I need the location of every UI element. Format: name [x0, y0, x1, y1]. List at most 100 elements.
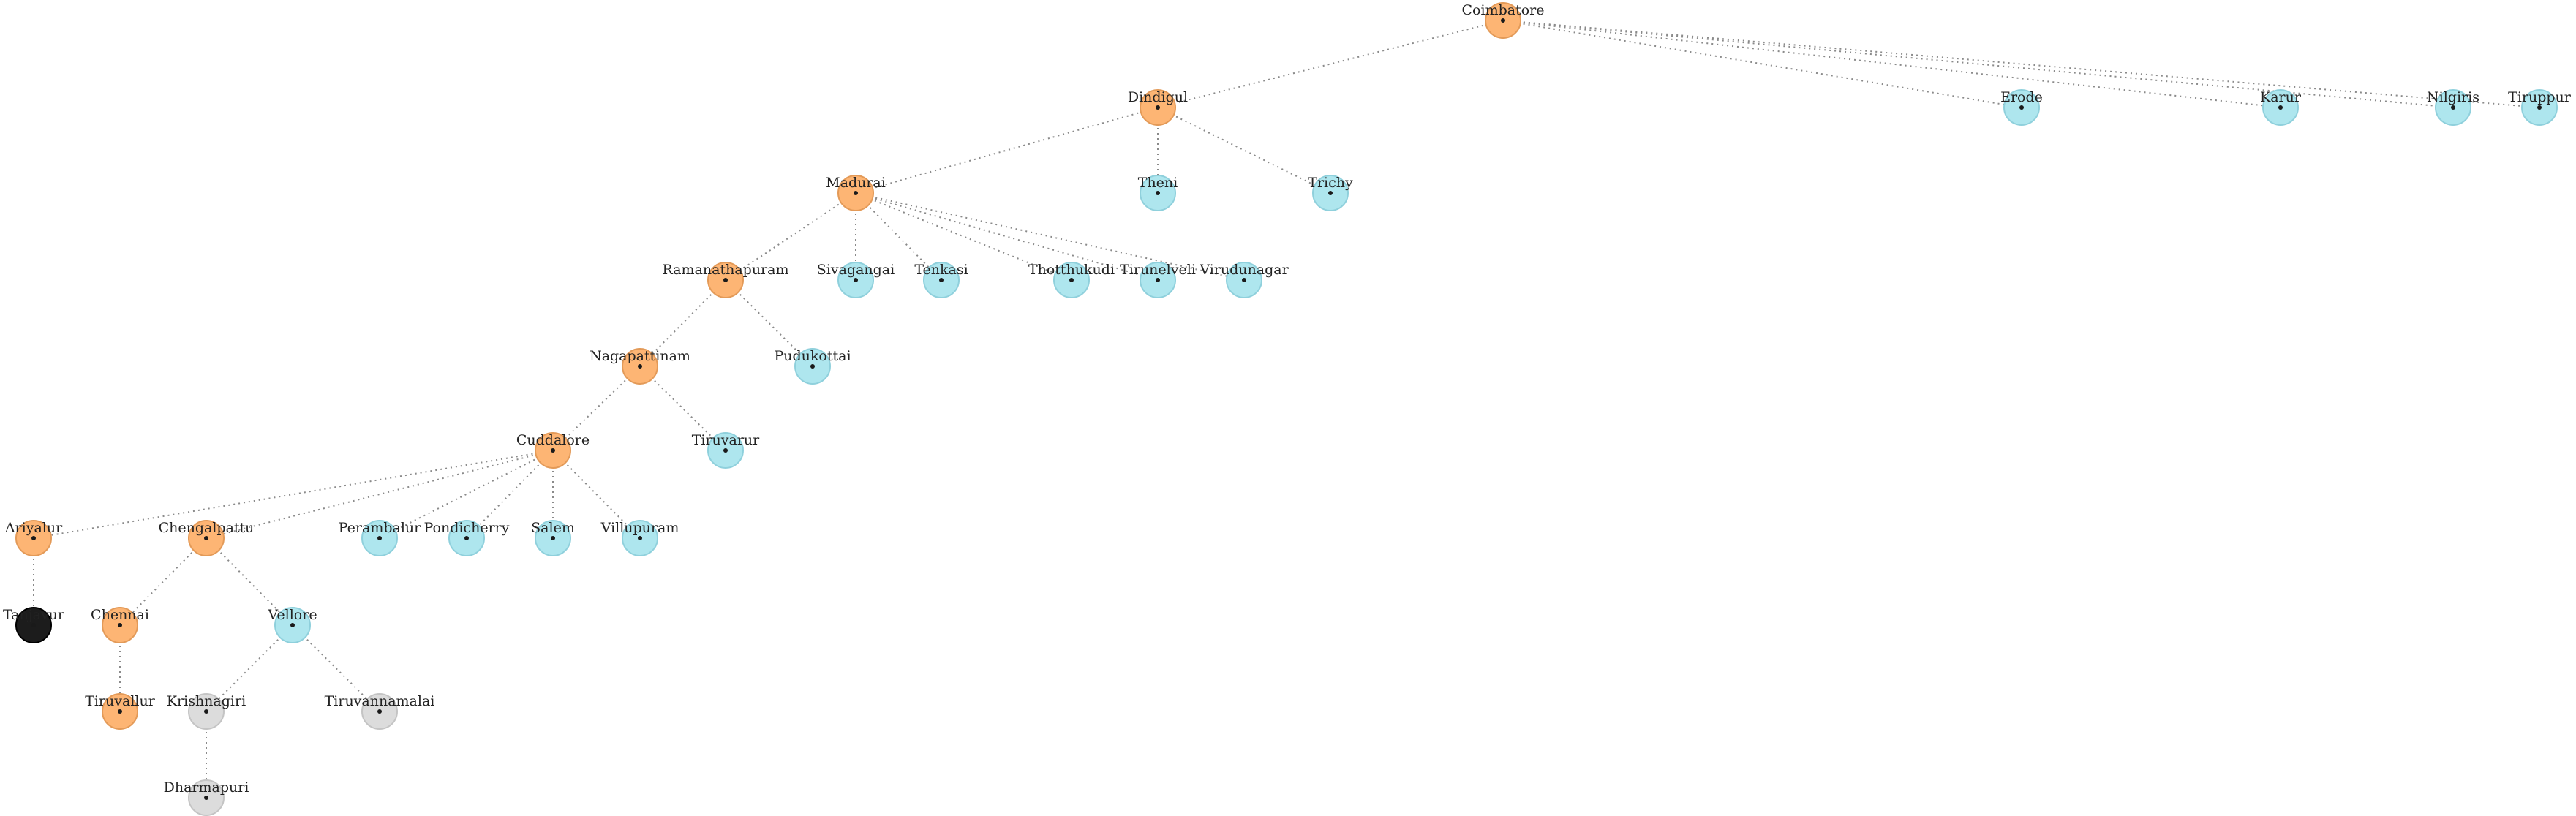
node-tenkasi: Tenkasi — [914, 262, 968, 298]
node-center-dot — [551, 448, 555, 453]
node-theni: Theni — [1138, 175, 1178, 211]
node-center-dot — [2278, 105, 2283, 110]
node-label: Ramanathapuram — [662, 262, 788, 278]
node-label: Nagapattinam — [590, 348, 690, 364]
node-label: Salem — [531, 520, 575, 536]
node-villupuram: Villupuram — [600, 520, 679, 556]
node-label: Tiruppur — [2508, 89, 2572, 105]
node-label: Ariyalur — [4, 520, 63, 536]
node-label: Vellore — [267, 607, 317, 623]
node-label: Cuddalore — [516, 432, 590, 448]
node-center-dot — [2537, 105, 2542, 110]
node-center-dot — [1156, 278, 1160, 282]
node-center-dot — [2019, 105, 2024, 110]
node-center-dot — [939, 278, 944, 282]
node-label: Tanjavur — [3, 607, 65, 623]
tree-edges — [33, 20, 2540, 798]
node-erode: Erode — [2000, 89, 2043, 126]
node-nagapattinam: Nagapattinam — [590, 348, 690, 385]
node-dharmapuri: Dharmapuri — [164, 779, 249, 816]
node-center-dot — [464, 536, 469, 540]
node-label: Pondicherry — [424, 520, 510, 536]
node-center-dot — [1328, 191, 1333, 195]
node-chennai: Chennai — [91, 607, 149, 643]
node-center-dot — [1501, 18, 1505, 23]
edge-cuddalore-ariyalur — [33, 450, 554, 539]
edge-coimbatore-nilgiris — [1502, 20, 2454, 108]
node-salem: Salem — [531, 520, 575, 556]
node-label: Theni — [1138, 175, 1178, 191]
node-label: Chennai — [91, 607, 149, 623]
node-label: Perambalur — [339, 520, 421, 536]
node-center-dot — [551, 536, 555, 540]
node-virudunagar: Virudunagar — [1199, 262, 1289, 298]
node-label: Tiruvarur — [692, 432, 760, 448]
node-label: Erode — [2000, 89, 2043, 105]
node-nilgiris: Nilgiris — [2427, 89, 2479, 126]
node-trichy: Trichy — [1308, 175, 1353, 211]
node-label: Coimbatore — [1462, 2, 1545, 18]
node-sivagangai: Sivagangai — [817, 262, 895, 298]
node-ramanathapuram: Ramanathapuram — [662, 262, 789, 298]
edge-madurai-ramanathapuram — [725, 192, 856, 281]
edge-coimbatore-erode — [1502, 20, 2022, 108]
node-tanjavur: Tanjavur — [3, 607, 65, 643]
node-center-dot — [1242, 278, 1246, 282]
node-center-dot — [638, 364, 642, 369]
edge-coimbatore-tiruppur — [1502, 20, 2540, 108]
node-label: Tirunelveli — [1120, 262, 1196, 278]
node-label: Tiruvannamalai — [325, 693, 435, 709]
node-center-dot — [377, 536, 382, 540]
node-krishnagiri: Krishnagiri — [167, 693, 246, 730]
edge-madurai-tirunelveli — [855, 192, 1159, 281]
node-label: Sivagangai — [817, 262, 895, 278]
node-tiruvarur: Tiruvarur — [692, 432, 760, 469]
edge-coimbatore-dindigul — [1157, 20, 1504, 108]
edge-cuddalore-pondicherry — [466, 450, 554, 539]
node-center-dot — [204, 796, 208, 800]
node-pondicherry: Pondicherry — [424, 520, 510, 556]
node-pudukottai: Pudukottai — [774, 348, 851, 385]
node-cuddalore: Cuddalore — [516, 432, 590, 469]
node-center-dot — [204, 709, 208, 714]
edge-dindigul-trichy — [1157, 107, 1331, 194]
node-ariyalur: Ariyalur — [4, 520, 63, 556]
node-thotthukudi: Thotthukudi — [1028, 262, 1115, 298]
node-dindigul: Dindigul — [1128, 89, 1188, 126]
node-label: Karur — [2260, 89, 2302, 105]
node-tiruppur: Tiruppur — [2508, 89, 2572, 126]
node-center-dot — [854, 278, 858, 282]
node-center-dot — [810, 364, 815, 369]
edge-cuddalore-villupuram — [552, 450, 641, 539]
node-center-dot — [1069, 278, 1074, 282]
node-label: Tiruvallur — [85, 693, 156, 709]
node-label: Tenkasi — [914, 262, 968, 278]
node-center-dot — [1156, 105, 1160, 110]
node-center-dot — [854, 191, 858, 195]
node-center-dot — [2451, 105, 2455, 110]
edge-coimbatore-karur — [1502, 20, 2281, 108]
node-label: Trichy — [1308, 175, 1353, 191]
node-label: Madurai — [826, 175, 886, 191]
node-coimbatore: Coimbatore — [1462, 2, 1545, 39]
node-label: Villupuram — [600, 520, 679, 536]
node-label: Nilgiris — [2427, 89, 2479, 105]
node-center-dot — [118, 709, 122, 714]
node-center-dot — [638, 536, 642, 540]
node-label: Pudukottai — [774, 348, 851, 364]
node-tiruvallur: Tiruvallur — [85, 693, 156, 730]
node-label: Dindigul — [1128, 89, 1188, 105]
node-karur: Karur — [2260, 89, 2302, 126]
node-label: Thotthukudi — [1028, 262, 1115, 278]
node-tirunelveli: Tirunelveli — [1120, 262, 1196, 298]
node-chengalpattu: Chengalpattu — [159, 520, 254, 556]
node-center-dot — [31, 536, 36, 540]
node-label: Virudunagar — [1199, 262, 1289, 278]
node-madurai: Madurai — [826, 175, 886, 211]
node-center-dot — [1156, 191, 1160, 195]
node-tiruvannamalai: Tiruvannamalai — [325, 693, 435, 730]
node-label: Krishnagiri — [167, 693, 246, 709]
node-center-dot — [723, 278, 728, 282]
